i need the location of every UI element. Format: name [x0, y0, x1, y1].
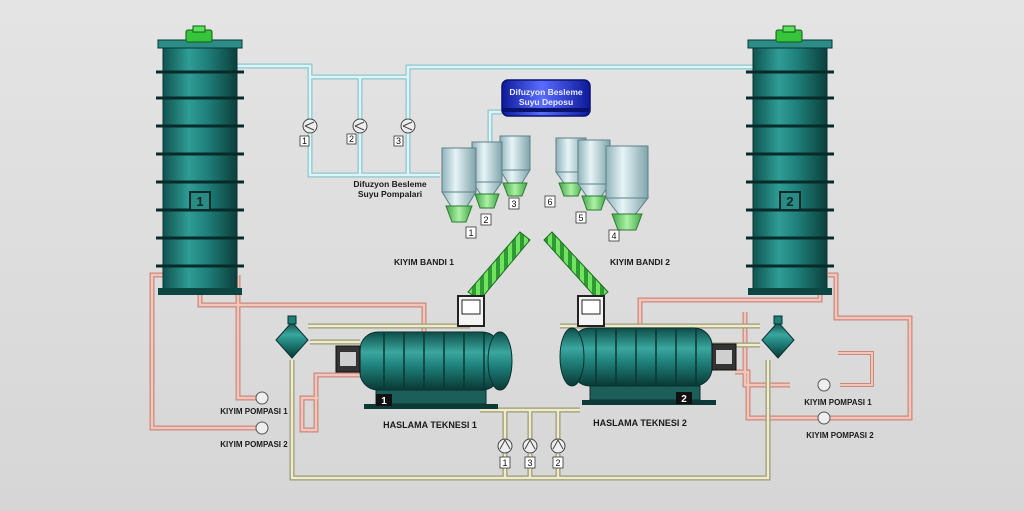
chip-pumps-left: KIYIM POMPASI 1 KIYIM POMPASI 2: [220, 392, 288, 449]
feed-pumps-label-2: Suyu Pompalari: [358, 189, 422, 199]
hopper-right-5[interactable]: 5: [576, 140, 610, 223]
separator-right[interactable]: [762, 316, 794, 358]
chip-pumps-right: KIYIM POMPASI 1 KIYIM POMPASI 2: [804, 379, 874, 440]
chip-pump-left-2-label: KIYIM POMPASI 2: [220, 440, 288, 449]
feed-pump-1[interactable]: 1: [300, 119, 317, 146]
hopper-left-2-number: 2: [483, 215, 488, 225]
belt-left-label: KIYIM BANDI 1: [394, 257, 454, 267]
hopper-right-6-number: 6: [547, 197, 552, 207]
bottom-pump-2[interactable]: 2: [551, 439, 565, 468]
motor-icon: [776, 26, 802, 42]
chip-pump-left-1-label: KIYIM POMPASI 1: [220, 407, 288, 416]
belt-right[interactable]: KIYIM BANDI 2: [544, 232, 670, 300]
tower-left[interactable]: 1: [156, 26, 244, 295]
scalder-right[interactable]: 2 HASLAMA TEKNESI 2: [560, 296, 736, 428]
scalder-left-number: 1: [381, 396, 387, 407]
hopper-left-1[interactable]: 1: [442, 148, 476, 238]
motor-icon: [186, 26, 212, 42]
bottom-pump-2-number: 2: [555, 458, 560, 468]
feed-water-tank[interactable]: Difuzyon Besleme Suyu Deposu: [502, 80, 590, 116]
belt-left[interactable]: KIYIM BANDI 1: [394, 232, 530, 300]
feed-pump-2-number: 2: [349, 134, 354, 144]
feed-pump-1-number: 1: [302, 136, 307, 146]
hopper-left-1-number: 1: [468, 228, 473, 238]
scalder-right-label: HASLAMA TEKNESI 2: [593, 418, 687, 428]
feed-pump-3-number: 3: [396, 136, 401, 146]
chip-pump-right-2-label: KIYIM POMPASI 2: [806, 431, 874, 440]
feed-pumps-label-1: Difuzyon Besleme: [353, 179, 426, 189]
belt-right-label: KIYIM BANDI 2: [610, 257, 670, 267]
feed-pump-2[interactable]: 2: [347, 119, 367, 144]
feed-tank-label-2: Suyu Deposu: [519, 97, 573, 107]
hopper-left-3[interactable]: 3: [500, 136, 530, 209]
hopper-left-3-number: 3: [511, 199, 516, 209]
bottom-pump-3-number: 3: [527, 458, 532, 468]
chip-pump-right-1-label: KIYIM POMPASI 1: [804, 398, 872, 407]
hoppers-left: 3 2 1: [442, 136, 530, 238]
hoppers-right: 6 5 4: [545, 138, 648, 241]
tower-left-number: 1: [196, 194, 203, 209]
tower-right-number: 2: [786, 194, 793, 209]
feed-pump-3[interactable]: 3: [394, 119, 415, 146]
scalder-right-number: 2: [681, 394, 687, 405]
hopper-right-4-number: 4: [611, 231, 616, 241]
bottom-pump-3[interactable]: 3: [523, 439, 537, 468]
bottom-pump-1-number: 1: [502, 458, 507, 468]
separator-left[interactable]: [276, 316, 308, 358]
hopper-right-4[interactable]: 4: [606, 146, 648, 241]
scalder-left-label: HASLAMA TEKNESI 1: [383, 420, 477, 430]
tower-right[interactable]: 2: [746, 26, 834, 295]
hopper-right-5-number: 5: [578, 213, 583, 223]
feed-tank-label-1: Difuzyon Besleme: [509, 87, 582, 97]
bottom-pump-1[interactable]: 1: [498, 439, 512, 468]
